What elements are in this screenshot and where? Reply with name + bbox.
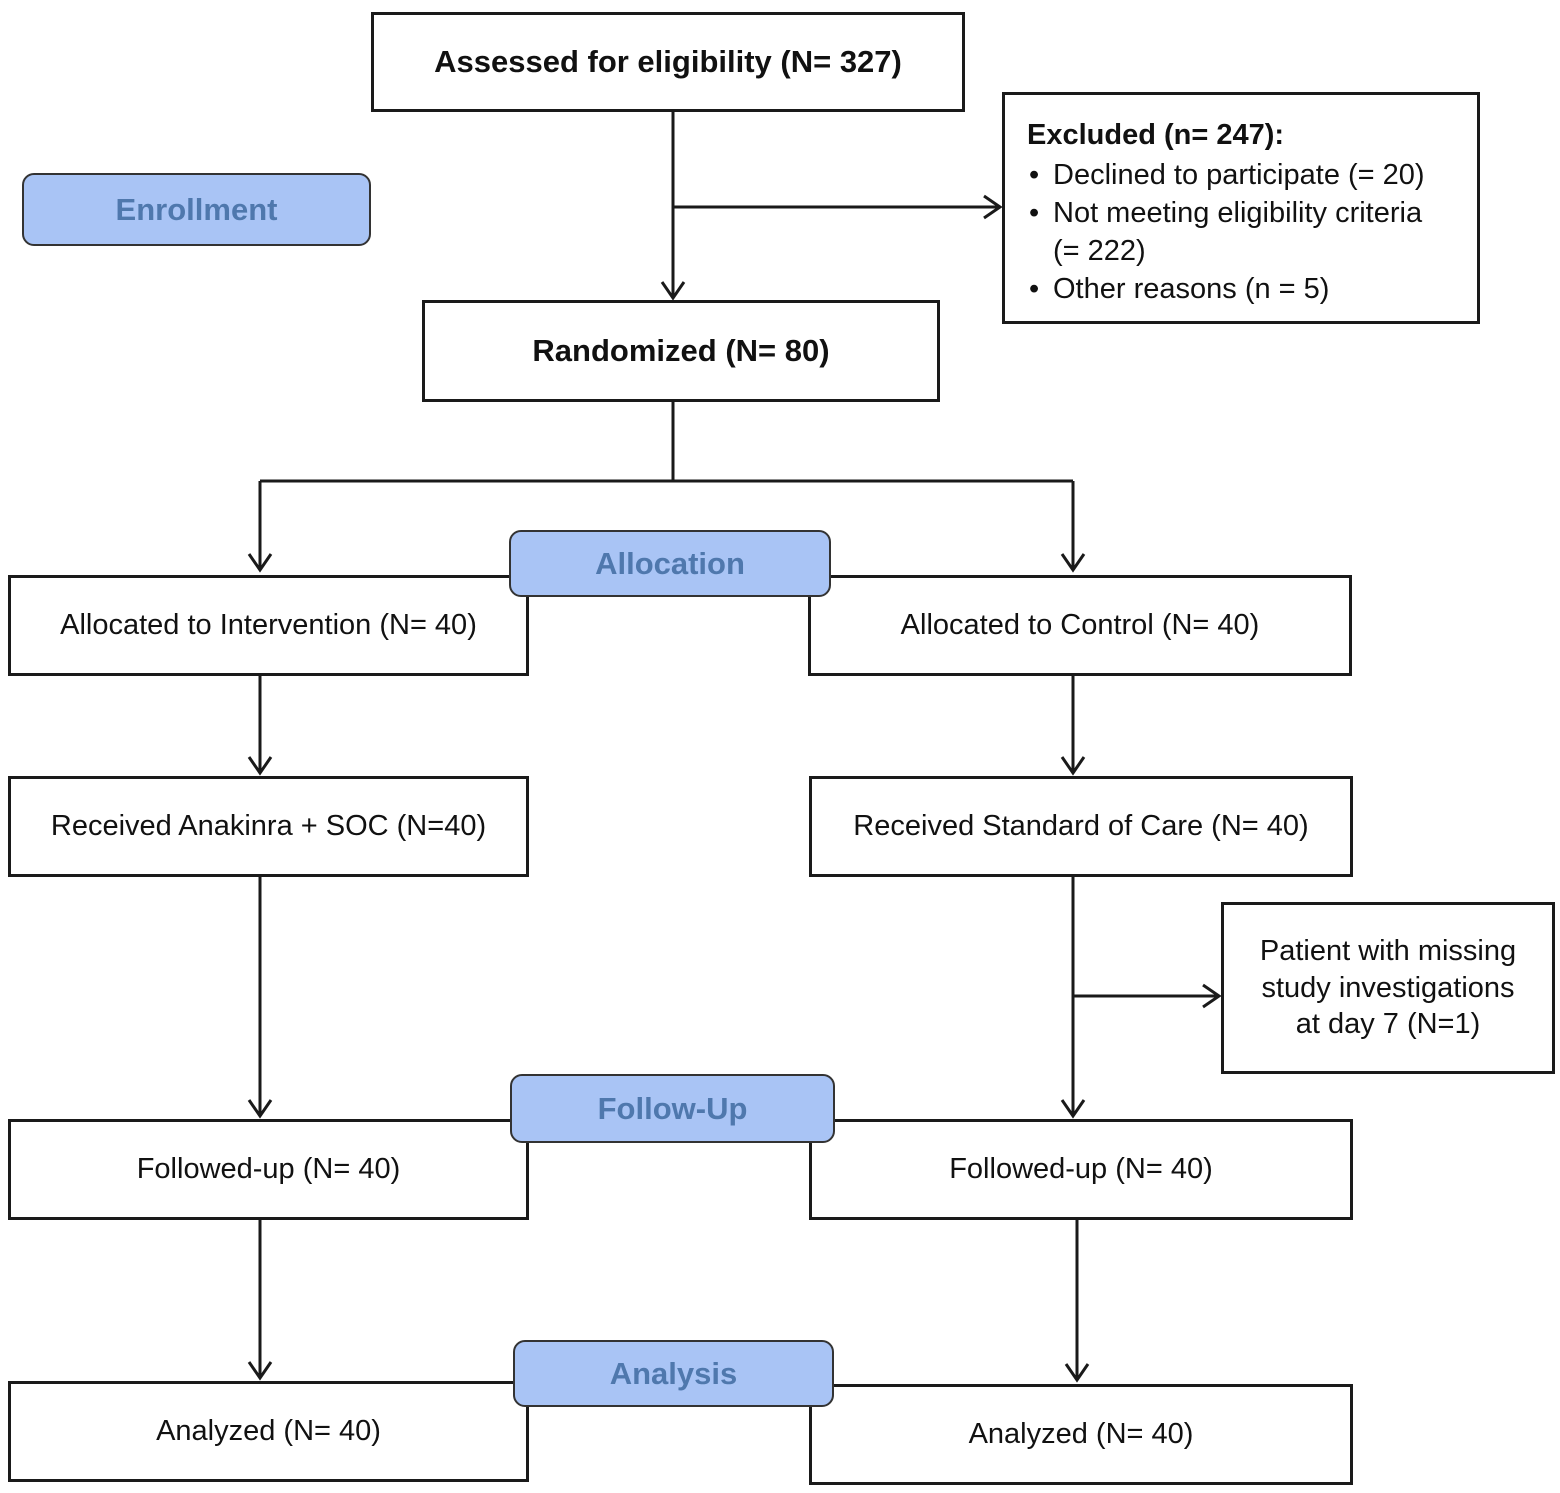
box-followed-intervention: Followed-up (N= 40) <box>8 1119 529 1220</box>
missing-line: at day 7 (N=1) <box>1295 1008 1481 1041</box>
excluded-list: Declined to participate (= 20) Not meeti… <box>1027 156 1477 308</box>
box-assessed: Assessed for eligibility (N= 327) <box>371 12 965 112</box>
arrowhead-missing <box>1202 983 1222 1009</box>
excluded-title: Excluded (n= 247): <box>1027 119 1285 151</box>
phase-enrollment: Enrollment <box>22 173 371 246</box>
arrowhead-alloc-right <box>1060 553 1086 573</box>
arrowhead-analyzed-left <box>247 1361 273 1381</box>
box-allocated-intervention: Allocated to Intervention (N= 40) <box>8 575 529 676</box>
excluded-item: Not meeting eligibility criteria (= 222) <box>1027 194 1477 270</box>
excluded-item: Declined to participate (= 20) <box>1027 156 1477 194</box>
box-excluded: Excluded (n= 247): Declined to participa… <box>1002 92 1480 324</box>
box-missing: Patient with missing study investigation… <box>1221 902 1555 1074</box>
excluded-item-line: Not meeting eligibility criteria <box>1053 196 1423 229</box>
missing-line: Patient with missing <box>1259 934 1517 967</box>
arrowhead-alloc-left <box>247 553 273 573</box>
arrowhead-randomized <box>660 281 686 301</box>
arrowhead-received-left <box>247 756 273 776</box>
arrowhead-received-right <box>1060 756 1086 776</box>
arrowhead-followed-right <box>1060 1099 1086 1119</box>
arrowhead-analyzed-right <box>1064 1363 1090 1383</box>
box-analyzed-intervention: Analyzed (N= 40) <box>8 1381 529 1482</box>
box-received-intervention: Received Anakinra + SOC (N=40) <box>8 776 529 877</box>
phase-follow-up: Follow-Up <box>510 1074 835 1143</box>
box-received-control: Received Standard of Care (N= 40) <box>809 776 1353 877</box>
box-randomized: Randomized (N= 80) <box>422 300 940 402</box>
arrowhead-followed-left <box>247 1099 273 1119</box>
excluded-item-line: (= 222) <box>1053 234 1146 267</box>
phase-analysis: Analysis <box>513 1340 834 1407</box>
phase-allocation: Allocation <box>509 530 831 597</box>
box-followed-control: Followed-up (N= 40) <box>809 1119 1353 1220</box>
box-allocated-control: Allocated to Control (N= 40) <box>808 575 1352 676</box>
missing-line: study investigations <box>1261 971 1515 1004</box>
box-analyzed-control: Analyzed (N= 40) <box>809 1384 1353 1485</box>
arrowhead-excluded <box>983 194 1003 220</box>
excluded-item: Other reasons (n = 5) <box>1027 270 1477 308</box>
